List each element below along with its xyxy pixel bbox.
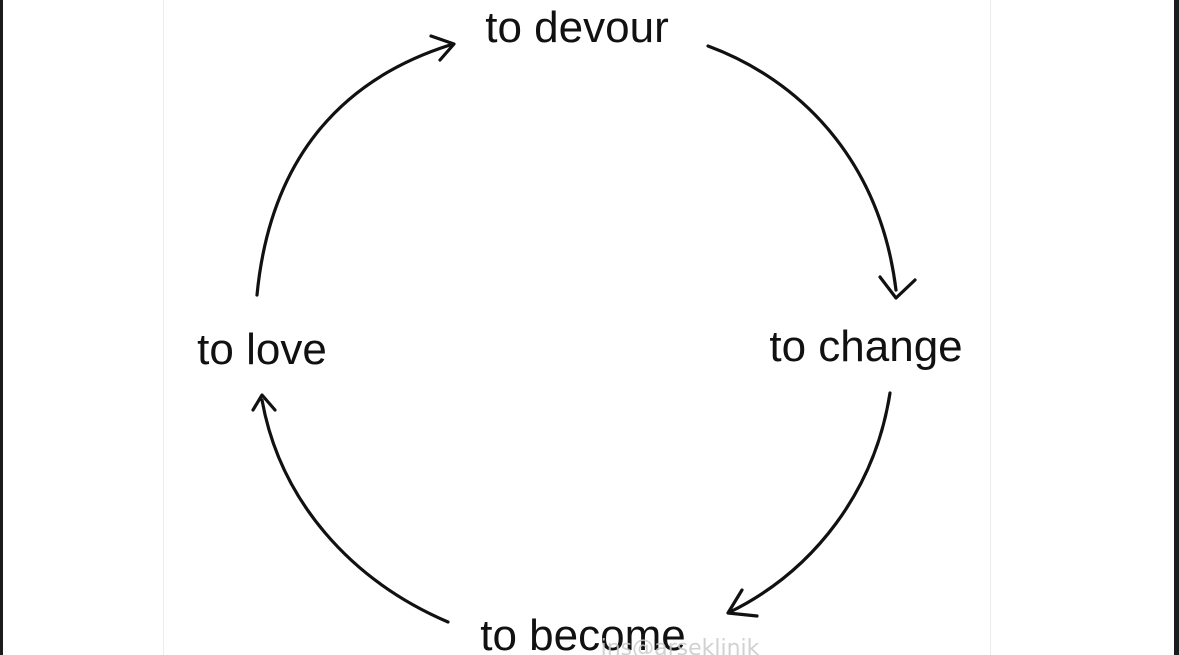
node-label-bottom: to become	[480, 611, 685, 655]
arrow-love-to-devour	[255, 34, 456, 297]
node-label-top: to devour	[485, 3, 668, 52]
right-dark-edge	[1174, 0, 1179, 655]
arrow-become-to-love	[251, 393, 450, 624]
arrow-change-to-become	[726, 391, 892, 618]
node-label-left: to love	[197, 325, 327, 374]
image-card	[163, 0, 991, 655]
watermark-text: ins@arseklinik	[601, 636, 760, 655]
left-dark-edge	[0, 0, 3, 655]
node-label-right: to change	[769, 322, 962, 371]
arrow-devour-to-change	[706, 44, 917, 300]
